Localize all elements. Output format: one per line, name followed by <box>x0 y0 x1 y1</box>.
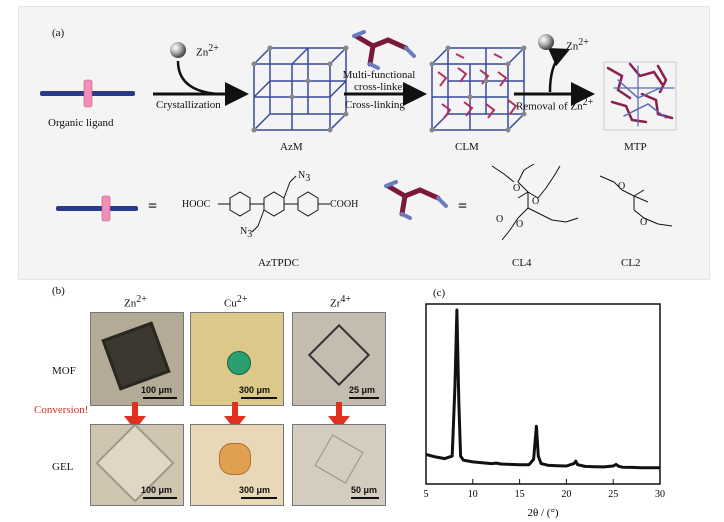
cl4-label: CL4 <box>512 257 532 269</box>
scale-mof-cu: 300 μm <box>239 385 271 395</box>
panel-b-label: (b) <box>52 285 65 297</box>
scale-mof-zr: 25 μm <box>349 385 376 395</box>
cl4-oxygen: O <box>516 219 524 230</box>
aztpdc-label: AzTPDC <box>258 257 299 269</box>
x-tick-label: 20 <box>561 489 571 500</box>
cl2-structure <box>599 175 673 227</box>
crosslinker-legend-icon <box>384 180 448 220</box>
zn-out-ball-icon <box>538 34 554 50</box>
mof-cu-image: 300 μm <box>190 312 284 406</box>
cross-linking-label: Cross-linking <box>345 99 405 111</box>
mtp-label: MTP <box>624 141 647 153</box>
n3-label-bottom: N3 <box>240 226 253 240</box>
panel-a-label: (a) <box>52 27 65 39</box>
panel-a-background <box>18 6 710 280</box>
scale-mof-zn: 100 μm <box>141 385 173 395</box>
zn-outgoing-arrow <box>530 6 548 94</box>
xrd-chart: 5 10 15 20 25 30 2θ / (°) <box>424 303 665 519</box>
conversion-arrows <box>124 402 350 430</box>
panel-c-label: (c) <box>433 287 446 299</box>
zn-ion-label: Zn2+ <box>196 43 219 59</box>
conversion-label: Conversion! <box>34 404 89 416</box>
cl2-label: CL2 <box>621 257 641 269</box>
cl2-oxygen: O <box>618 181 626 192</box>
scale-gel-cu: 300 μm <box>239 485 271 495</box>
gel-zr-image: 50 μm <box>292 424 386 506</box>
aztpdc-structure <box>218 175 330 233</box>
ligand-legend-icon <box>56 195 138 222</box>
crystallization-label: Crystallization <box>156 99 221 111</box>
x-axis-label: 2θ / (°) <box>527 507 558 519</box>
row-mof-label: MOF <box>52 365 76 377</box>
column-cu-label: Cu2+ <box>224 294 248 310</box>
crosslinker-label-1: Multi-functional <box>342 69 416 81</box>
scale-gel-zn: 100 μm <box>141 485 173 495</box>
x-tick-label: 15 <box>515 489 525 500</box>
n3-label-top: N3 <box>298 170 311 184</box>
column-zn-label: Zn2+ <box>124 294 147 310</box>
mof-zn-image: 100 μm <box>90 312 184 406</box>
crosslinker-label-2: cross-linker <box>354 81 406 93</box>
zn-ball-icon <box>170 42 186 58</box>
cooh-label: COOH <box>330 199 359 210</box>
zn-out-label: Zn2+ <box>566 37 589 53</box>
clm-lattice-icon <box>431 47 525 131</box>
equals-sign-1: = <box>148 198 158 215</box>
gel-cu-image: 300 μm <box>190 424 284 506</box>
x-tick-label: 5 <box>424 489 429 500</box>
clm-label: CLM <box>455 141 479 153</box>
panel-a-scheme <box>40 6 677 241</box>
row-gel-label: GEL <box>52 461 74 473</box>
scale-gel-zr: 50 μm <box>351 485 378 495</box>
gel-zn-image: 100 μm <box>90 424 184 506</box>
plot-frame <box>425 303 661 485</box>
cl4-oxygen: O <box>513 183 521 194</box>
xrd-series-line <box>425 308 660 470</box>
x-tick-label: 25 <box>608 489 618 500</box>
mof-zr-image: 25 μm <box>292 312 386 406</box>
column-zr-label: Zr4+ <box>330 294 352 310</box>
equals-sign-2: = <box>458 198 468 215</box>
removal-label: Removal of Zn2+ <box>516 97 594 113</box>
cl4-oxygen: O <box>532 196 540 207</box>
mtp-network-icon <box>603 61 677 131</box>
organic-ligand-icon <box>40 79 135 108</box>
azm-lattice-icon <box>253 47 347 131</box>
cl4-oxygen: O <box>496 214 504 225</box>
zn-incoming-arrow <box>176 60 219 96</box>
x-tick-label: 30 <box>655 489 665 500</box>
cl2-oxygen: O <box>640 217 648 228</box>
cl4-structure <box>491 163 579 241</box>
organic-ligand-label: Organic ligand <box>48 117 114 129</box>
hooc-label: HOOC <box>182 199 211 210</box>
x-tick-label: 10 <box>468 489 478 500</box>
crosslinker-icon <box>352 30 416 70</box>
azm-label: AzM <box>280 141 303 153</box>
